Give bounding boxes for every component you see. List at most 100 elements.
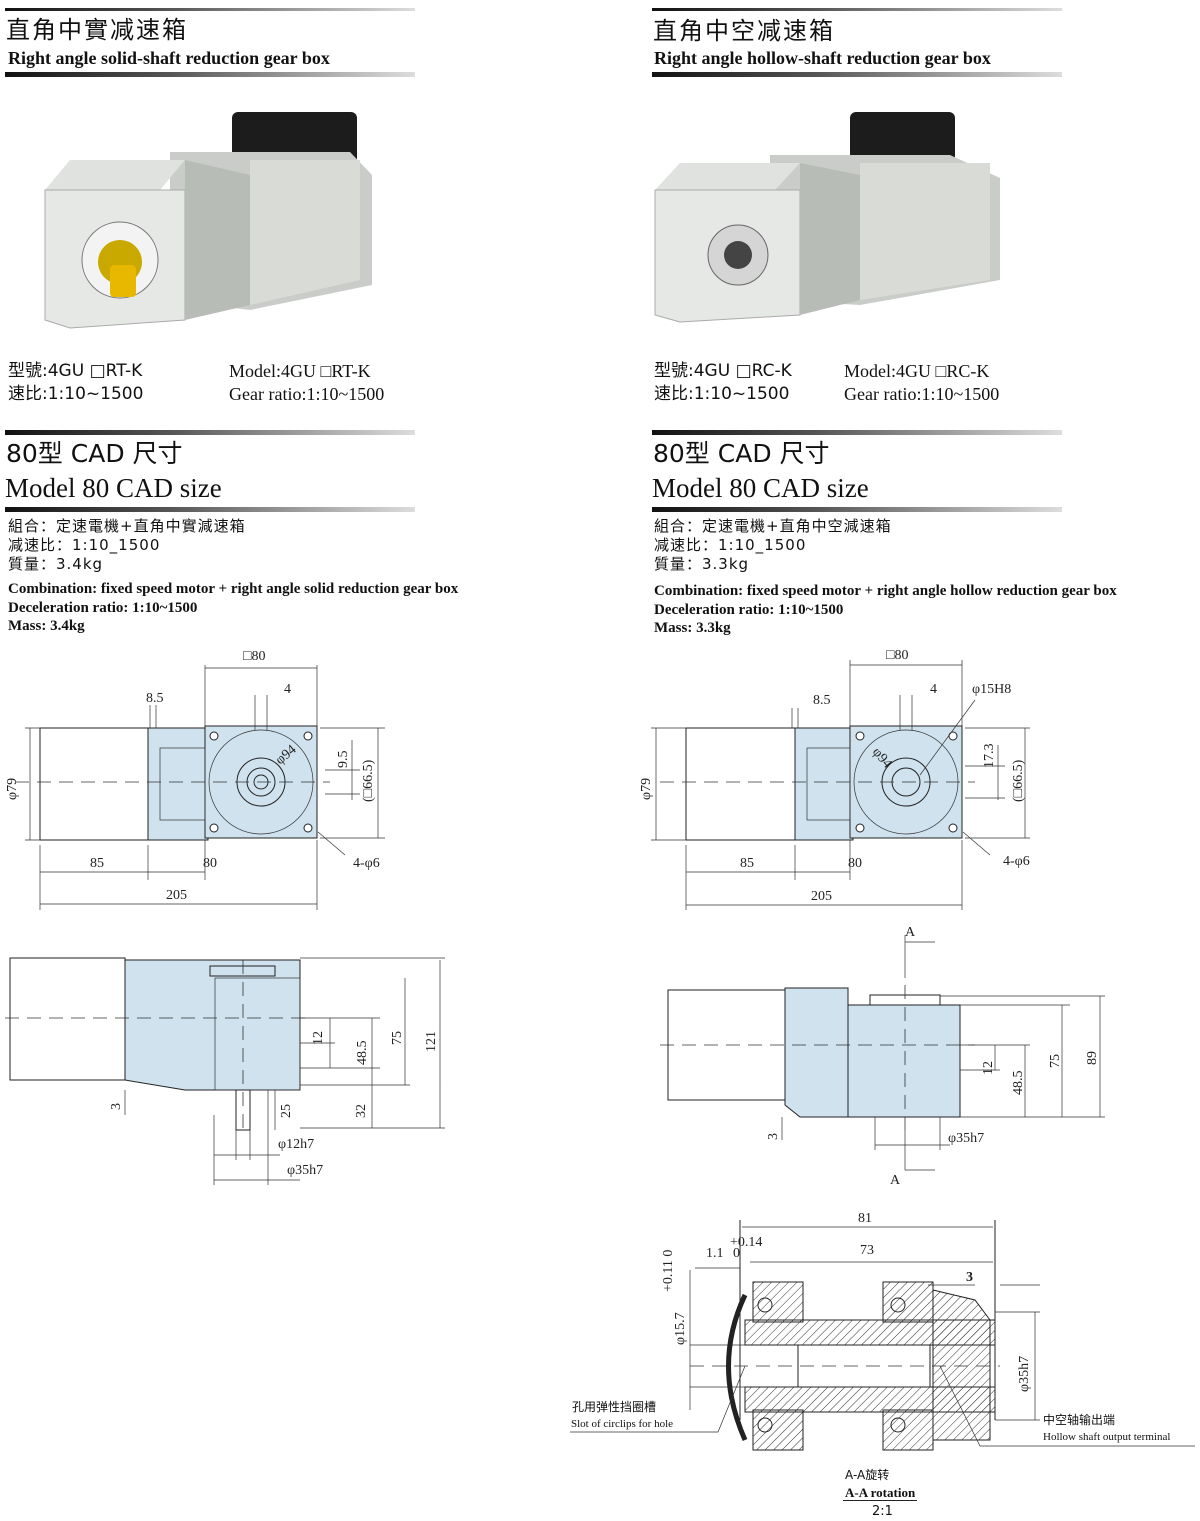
circlip-label-zh: 孔用弹性挡圈槽 [572,1400,657,1414]
dim-73: 73 [860,1243,874,1258]
circlip-label-en: Slot of circlips for hole [571,1418,674,1430]
dim-phi15-7: φ15.7 [673,1312,688,1345]
title-rule-top [652,8,1062,11]
right-cad-zh: 80型 CAD 尺寸 [653,439,830,468]
left-title-en: Right angle solid-shaft reduction gear b… [8,48,330,68]
decel-zh: 减速比：1:10_1500 [654,536,807,554]
hollow-shaft-gearbox-photo [654,112,1000,323]
right-ratio-zh: 速比:1:10~1500 [654,384,790,404]
solid-shaft-gearbox-photo [44,112,372,329]
dim-85: 85 [90,856,104,871]
output-label-zh: 中空轴输出端 [1043,1413,1116,1427]
combo-en: Combination: fixed speed motor + right a… [8,581,459,597]
right-details-en: Combination: fixed speed motor + right a… [654,582,1117,638]
left-title-zh: 直角中實减速箱 [6,16,188,44]
dim-phi35h7: φ35h7 [948,1131,984,1146]
combo-zh: 組合：定速電機+直角中空減速箱 [654,517,892,535]
dim-48-5: 48.5 [1011,1071,1026,1096]
dim-17-3: 17.3 [982,744,997,769]
output-label-en: Hollow shaft output terminal [1043,1431,1171,1443]
dim-75: 75 [390,1031,405,1045]
dim-8-5: 8.5 [813,693,831,708]
dim-phi15h8: φ15H8 [972,682,1011,697]
section-caption-zh: A-A旋转 [845,1468,890,1482]
dim-phi79: φ79 [5,778,20,800]
mass-en: Mass: 3.3kg [654,620,731,636]
dim-121: 121 [424,1031,439,1052]
title-rule [652,72,1062,77]
dim-12: 12 [981,1061,996,1075]
section-scale: 2:1 [872,1504,893,1519]
dim-205: 205 [166,888,187,903]
right-title-zh: 直角中空减速箱 [653,17,835,45]
dim-sq66-5: (□66.5) [1011,759,1026,802]
right-ratio-en: Gear ratio:1:10~1500 [844,384,1000,404]
dim-89: 89 [1085,1051,1100,1065]
title-rule [5,72,415,77]
dim-sq66-5: (□66.5) [361,759,376,802]
dim-81: 81 [858,1211,872,1226]
right-title-en: Right angle hollow-shaft reduction gear … [654,48,991,68]
right-model-en: Model:4GU □RC-K [844,361,990,381]
left-ratio-en: Gear ratio:1:10~1500 [229,384,385,404]
dim-3: 3 [766,1133,781,1140]
left-ratio-zh: 速比:1:10~1500 [8,384,144,404]
dim-80: 80 [203,856,217,871]
decel-en: Deceleration ratio: 1:10~1500 [8,599,198,616]
cad-rule [652,507,1062,512]
cad-rule [5,430,415,435]
right-front-view: □80 8.5 4 φ15H8 φ94 17.3 (□66.5) φ79 85 … [639,648,1030,910]
dim-205: 205 [811,889,832,904]
dim-4: 4 [930,682,937,697]
dim-85: 85 [740,856,754,871]
dim-32: 32 [354,1104,369,1118]
dim-phi35h7: φ35h7 [287,1163,323,1178]
dim-12: 12 [311,1031,326,1045]
right-side-view: A A 12 48.5 75 89 3 φ35h7 [660,925,1105,1188]
left-details-en: Combination: fixed speed motor + right a… [8,580,458,636]
left-cad-zh: 80型 CAD 尺寸 [6,439,183,468]
dim-holes: 4-φ6 [1003,854,1030,869]
cad-rule [652,430,1062,435]
cad-rule [5,507,415,512]
left-model-zh: 型號:4GU □RT-K [8,361,143,381]
combo-zh: 組合：定速電機+直角中實減速箱 [8,517,246,535]
dim-25: 25 [279,1104,294,1118]
left-details-zh: 組合：定速電機+直角中實減速箱 减速比：1:10_1500 質量：3.4kg [8,517,246,574]
left-front-view: □80 8.5 4 φ94 9.5 (□66.5) φ79 85 80 4-φ6… [5,649,385,910]
dim-75: 75 [1048,1054,1063,1068]
dim-3: 3 [109,1103,124,1110]
mass-zh: 質量：3.4kg [8,555,104,573]
section-a-a-view: 81 1.1 +0.14 0 73 3 φ15.7 +0.11 0 φ35h7 [570,1211,1195,1451]
dim-phi12h7: φ12h7 [278,1137,314,1152]
dim-3: 3 [966,1270,973,1285]
dim-sq80: □80 [886,648,908,663]
title-rule-top [5,8,415,11]
dim-holes: 4-φ6 [353,856,380,871]
dim-phi35h7: φ35h7 [1017,1356,1032,1392]
section-caption-en: A-A rotation [843,1485,918,1501]
decel-en: Deceleration ratio: 1:10~1500 [654,601,844,618]
tol-1-1-upper: +0.14 [730,1235,762,1250]
mass-zh: 質量：3.3kg [654,555,750,573]
left-model-en: Model:4GU □RT-K [229,361,371,381]
dim-4: 4 [284,682,291,697]
decel-zh: 减速比：1:10_1500 [8,536,161,554]
dim-8-5: 8.5 [146,691,164,706]
dim-1-1: 1.1 [706,1246,724,1261]
right-details-zh: 組合：定速電機+直角中空減速箱 减速比：1:10_1500 質量：3.3kg [654,517,892,574]
section-mark-a: A [905,925,916,940]
section-mark-a-bottom: A [890,1173,901,1188]
dim-sq80: □80 [243,649,265,664]
left-side-view: 12 48.5 75 121 3 25 32 φ12h7 φ35h7 [5,957,445,1185]
left-cad-en: Model 80 CAD size [5,473,222,503]
right-cad-en: Model 80 CAD size [652,473,869,503]
right-model-zh: 型號:4GU □RC-K [654,361,792,381]
dim-80: 80 [848,856,862,871]
dim-48-5: 48.5 [355,1041,370,1066]
tol-15-7: +0.11 0 [661,1250,676,1292]
combo-en: Combination: fixed speed motor + right a… [654,583,1117,599]
tol-1-1-lower: 0 [733,1246,740,1261]
